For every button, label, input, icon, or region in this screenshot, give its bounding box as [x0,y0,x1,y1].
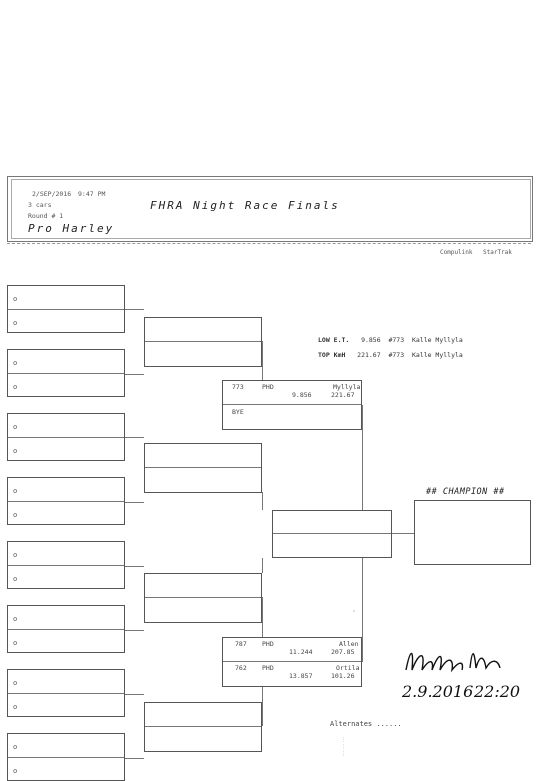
header-rule [7,243,531,244]
connector [125,437,144,438]
dot-mark: · [352,607,356,615]
r3-bot-a-et: 11.244 [289,648,313,656]
top-kmh-value: 221.67 [357,351,381,359]
r3-bot-a-class: PHD [262,640,274,648]
connector [125,694,144,695]
r3-bot-b-speed: 101.26 [331,672,355,680]
round1-slot-mark: o [13,359,18,367]
final-pair [272,510,392,558]
record-top-kmh: TOP KmH 221.67 #773 Kalle Myllyla [318,351,463,359]
round2-pair-2 [144,443,262,493]
round3-pair-top-divider [223,404,361,405]
round3-pair-bottom [222,637,362,687]
champion-box [414,500,531,565]
r3-bot-a-speed: 207.85 [331,648,355,656]
r3-top-class: PHD [262,383,274,391]
round1-pair-divider [8,309,124,310]
connector [392,533,414,534]
connector [262,341,263,381]
round1-slot-mark: o [13,319,18,327]
low-et-value: 9.856 [361,336,381,344]
low-et-driver: Kalle Myllyla [411,336,463,344]
connector [125,309,144,310]
software-startrak: StarTrak [483,249,512,256]
round1-slot-mark: o [13,511,18,519]
round1-slot-mark: o [13,639,18,647]
connector [125,630,144,631]
header-inner-frame [11,179,531,239]
round1-slot-mark: o [13,295,18,303]
final-pair-divider [273,533,391,534]
event-title: FHRA Night Race Finals [150,199,340,212]
r3-bot-b-class: PHD [262,664,274,672]
r3-bot-b-car: 762 [235,664,247,672]
round1-pair-divider [8,565,124,566]
event-time: 9:47 PM [78,190,106,198]
round1-slot-mark: o [13,551,18,559]
r3-top-et: 9.856 [292,391,312,399]
round2-pair-4-divider [145,726,261,727]
connector [125,566,144,567]
r3-bot-a-car: 787 [235,640,247,648]
round1-slot-mark: o [13,575,18,583]
signature-scribble [405,652,501,673]
connector [262,686,263,726]
r3-top-bye: BYE [232,408,244,416]
round1-slot-mark: o [13,423,18,431]
class-name: Pro Harley [28,222,115,235]
round1-pair-divider [8,373,124,374]
round1-pair-divider [8,501,124,502]
top-kmh-car: #773 [388,351,405,359]
round1-slot-mark: o [13,487,18,495]
round2-pair-1-divider [145,341,261,342]
round1-slot-mark: o [13,383,18,391]
round3-pair-bottom-divider [223,661,361,662]
header-frame [7,176,533,242]
round1-pair-divider [8,693,124,694]
round2-pair-3-divider [145,597,261,598]
top-kmh-label: TOP KmH [318,351,346,359]
round1-pair-divider [8,757,124,758]
signature-time: 22:20 [474,682,521,701]
r3-top-car: 773 [232,383,244,391]
round1-slot-mark: o [13,679,18,687]
alternates-marks: ⋮⋮⋮ [341,737,346,757]
round1-slot-mark: o [13,767,18,775]
round1-slot-mark: o [13,615,18,623]
r3-top-driver: Myllyla [333,383,361,391]
top-kmh-driver: Kalle Myllyla [411,351,463,359]
round1-slot-mark: o [13,703,18,711]
round2-pair-3 [144,573,262,623]
round2-pair-2-divider [145,467,261,468]
champion-label: ## CHAMPION ## [426,487,505,497]
connector [262,558,263,573]
record-low-et: LOW E.T. 9.856 #773 Kalle Myllyla [318,336,463,344]
round1-slot-mark: o [13,743,18,751]
connector [125,758,144,759]
r3-bot-b-et: 13.857 [289,672,313,680]
r3-bot-b-driver: Ortila [336,664,360,672]
round1-pair-divider [8,437,124,438]
connector [125,374,144,375]
round-number: Round # 1 [28,212,64,220]
car-count: 3 cars [28,201,52,209]
software-compulink: Compulink [440,249,473,256]
round2-pair-1 [144,317,262,367]
low-et-car: #773 [388,336,405,344]
r3-top-speed: 221.67 [331,391,355,399]
round1-pair-divider [8,629,124,630]
event-date: 2/SEP/2016 [32,190,72,198]
alternates-label: Alternates ...... [330,720,402,728]
connector [262,597,263,637]
connector [125,502,144,503]
signature-date: 2.9.2016 [402,682,474,701]
round3-pair-top [222,380,362,430]
round1-slot-mark: o [13,447,18,455]
r3-bot-a-driver: Allen [339,640,359,648]
connector [262,492,263,510]
low-et-label: LOW E.T. [318,336,350,344]
round2-pair-4 [144,702,262,752]
